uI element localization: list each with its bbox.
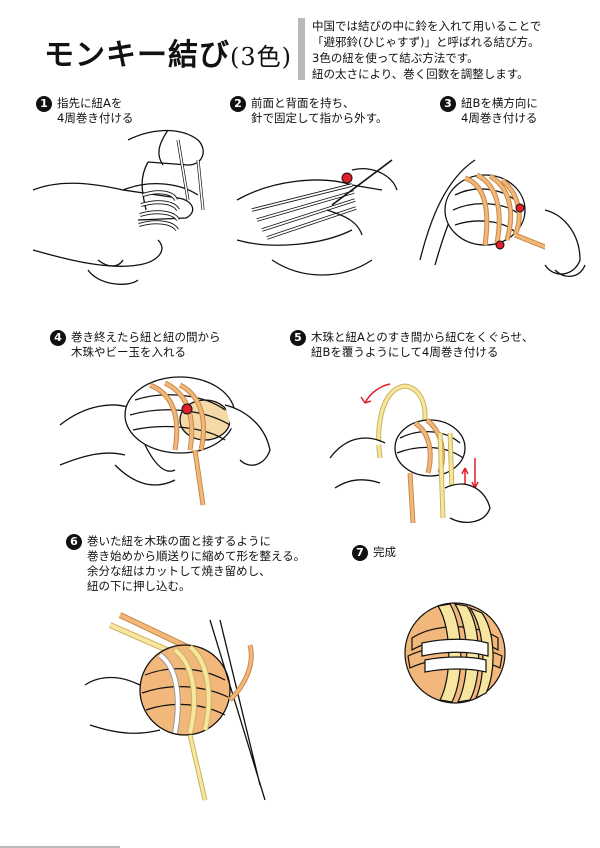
bottom-rule xyxy=(0,846,120,848)
step-5-caption: 5 木珠と紐Aとのすき間から紐Cをくぐらせ、 紐Bを覆うようにして4周巻き付ける xyxy=(290,330,534,360)
step-5-illustration xyxy=(329,383,491,524)
step-2-line: 針で固定して指から外す。 xyxy=(251,111,388,125)
step-1-illustration xyxy=(32,129,205,285)
intro-line: 紐の太さにより、巻く回数を調整します。 xyxy=(312,67,529,81)
intro-line: 「避邪鈴(ひじゃすず)」と呼ばれる結び方。 xyxy=(312,35,540,49)
step-2-illustration xyxy=(236,159,398,276)
step-5-line: 木珠と紐Aとのすき間から紐Cをくぐらせ、 xyxy=(311,330,534,344)
step-3-caption: 3 紐Bを横方向に 4周巻き付ける xyxy=(440,96,538,126)
step-7-caption: 7 完成 xyxy=(352,545,396,561)
step-number-6: 6 xyxy=(66,534,82,550)
step-number-2: 2 xyxy=(230,96,246,112)
step-1-line: 指先に紐Aを xyxy=(57,96,123,110)
pin-head-icon xyxy=(515,203,525,213)
step-6-line: 余分な紐はカットして焼き留めし、 xyxy=(87,564,271,578)
step-number-7: 7 xyxy=(352,545,368,561)
step-4-caption: 4 巻き終えたら紐と紐の間から 木珠やビー玉を入れる xyxy=(50,330,221,360)
step-4-line: 巻き終えたら紐と紐の間から xyxy=(71,330,221,344)
step-6-line: 紐の下に押し込む。 xyxy=(87,579,191,593)
step-6-illustration xyxy=(84,612,266,801)
pin-head-icon xyxy=(181,403,193,415)
step-number-4: 4 xyxy=(50,330,66,346)
step-number-1: 1 xyxy=(36,96,52,112)
pin-head-icon xyxy=(341,172,353,184)
step-6-caption: 6 巻いた紐を木珠の面と接するように 巻き始めから順送りに縮めて形を整える。 余… xyxy=(66,534,305,594)
page-title: モンキー結び(3色) xyxy=(44,30,292,74)
step-5-line: 紐Bを覆うようにして4周巻き付ける xyxy=(311,345,499,359)
intro-line: 3色の紐を使って結ぶ方法です。 xyxy=(312,51,479,65)
step-3-line: 4周巻き付ける xyxy=(461,111,538,125)
step-number-3: 3 xyxy=(440,96,456,112)
pin-head-icon xyxy=(495,240,505,250)
step-2-line: 前面と背面を持ち、 xyxy=(251,96,355,110)
intro-line: 中国では結びの中に鈴を入れて用いることで xyxy=(312,19,542,33)
step-6-line: 巻いた紐を木珠の面と接するように xyxy=(87,534,271,548)
intro-text: 中国では結びの中に鈴を入れて用いることで 「避邪鈴(ひじゃすず)」と呼ばれる結び… xyxy=(312,18,592,82)
step-7-illustration xyxy=(404,602,506,704)
step-1-caption: 1 指先に紐Aを 4周巻き付ける xyxy=(36,96,133,126)
step-1-line: 4周巻き付ける xyxy=(57,111,134,125)
step-3-line: 紐Bを横方向に xyxy=(461,96,538,110)
step-7-line: 完成 xyxy=(373,545,396,559)
step-6-line: 巻き始めから順送りに縮めて形を整える。 xyxy=(87,549,306,563)
step-2-caption: 2 前面と背面を持ち、 針で固定して指から外す。 xyxy=(230,96,388,126)
step-4-illustration xyxy=(59,376,271,506)
step-4-line: 木珠やビー玉を入れる xyxy=(71,345,186,359)
title-sub: (3色) xyxy=(230,43,292,71)
step-number-5: 5 xyxy=(290,330,306,346)
title-main: モンキー結び xyxy=(44,38,230,73)
step-3-illustration xyxy=(419,159,586,277)
intro-accent-bar xyxy=(298,18,305,80)
